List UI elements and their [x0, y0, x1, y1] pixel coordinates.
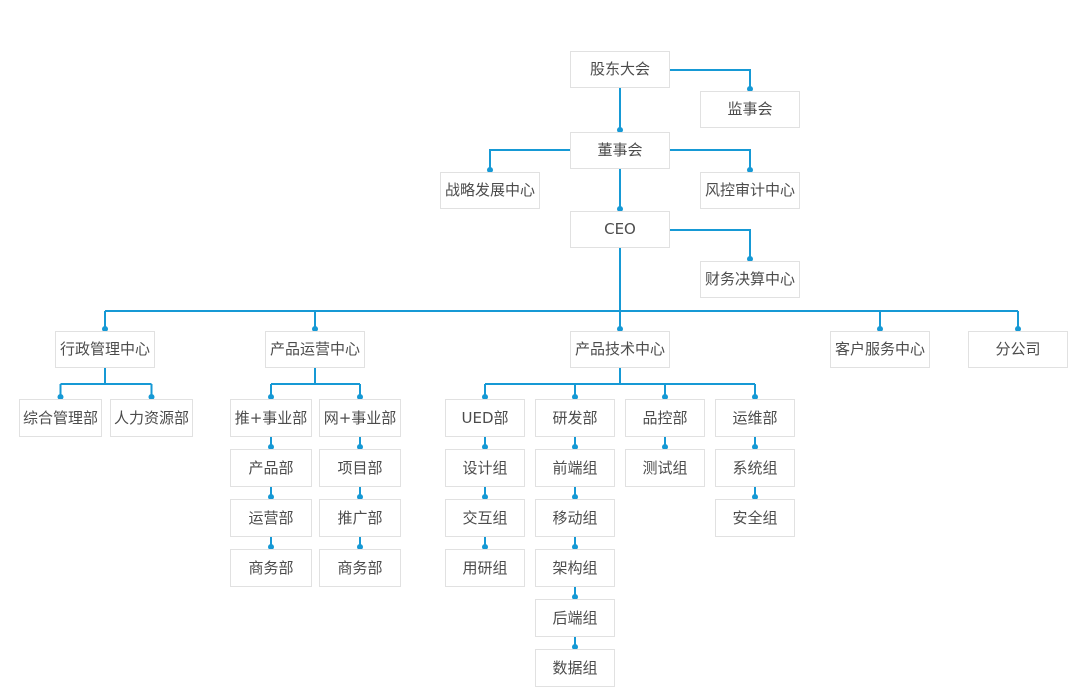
node-label: 后端组	[552, 608, 598, 627]
org-node-interaction-group[interactable]: 交互组	[445, 499, 525, 537]
org-node-rd-dept[interactable]: 研发部	[535, 399, 615, 437]
org-node-mobile-group[interactable]: 移动组	[535, 499, 615, 537]
org-node-qc-dept[interactable]: 品控部	[625, 399, 705, 437]
node-label: 综合管理部	[22, 408, 98, 427]
node-label: 项目部	[337, 458, 383, 477]
org-node-admin-center[interactable]: 行政管理中心	[55, 331, 155, 368]
node-label: 商务部	[337, 558, 383, 577]
org-node-operations-dept[interactable]: 运营部	[230, 499, 312, 537]
node-label: 客户服务中心	[834, 340, 925, 358]
org-node-research-group[interactable]: 用研组	[445, 549, 525, 587]
node-label: 系统组	[732, 458, 778, 477]
node-label: 行政管理中心	[59, 340, 150, 358]
org-node-business-dept-a[interactable]: 商务部	[230, 549, 312, 587]
node-label: 股东大会	[589, 60, 650, 78]
org-node-architecture-group[interactable]: 架构组	[535, 549, 615, 587]
org-node-tui-division[interactable]: 推+事业部	[230, 399, 312, 437]
node-label: 财务决算中心	[704, 270, 795, 288]
org-node-risk-audit-center[interactable]: 风控审计中心	[700, 172, 800, 209]
node-label: 产品部	[248, 458, 294, 477]
node-label: 战略发展中心	[444, 181, 535, 199]
org-node-om-dept[interactable]: 运维部	[715, 399, 795, 437]
node-label: 董事会	[597, 141, 643, 159]
node-label: 监事会	[727, 100, 773, 118]
org-node-ceo[interactable]: CEO	[570, 211, 670, 248]
org-node-branch-company[interactable]: 分公司	[968, 331, 1068, 368]
node-label: 风控审计中心	[704, 181, 795, 199]
node-label: 架构组	[552, 558, 598, 577]
node-label: 品控部	[642, 408, 688, 427]
node-label: 测试组	[642, 458, 688, 477]
org-node-general-mgmt-dept[interactable]: 综合管理部	[19, 399, 102, 437]
org-node-system-group[interactable]: 系统组	[715, 449, 795, 487]
node-label: 数据组	[552, 658, 598, 677]
node-label: UED部	[461, 408, 509, 427]
node-label: 设计组	[462, 458, 508, 477]
org-node-test-group[interactable]: 测试组	[625, 449, 705, 487]
node-label: 前端组	[552, 458, 598, 477]
org-node-finance-center[interactable]: 财务决算中心	[700, 261, 800, 298]
node-label: CEO	[604, 220, 636, 238]
node-label: 产品运营中心	[269, 340, 360, 358]
node-label: 分公司	[995, 340, 1041, 358]
org-node-hr-dept[interactable]: 人力资源部	[110, 399, 193, 437]
node-label: 移动组	[552, 508, 598, 527]
org-node-supervisory-board[interactable]: 监事会	[700, 91, 800, 128]
org-node-customer-service-center[interactable]: 客户服务中心	[830, 331, 930, 368]
org-node-promotion-dept[interactable]: 推广部	[319, 499, 401, 537]
org-node-project-dept[interactable]: 项目部	[319, 449, 401, 487]
node-label: 商务部	[248, 558, 294, 577]
node-label: 交互组	[462, 508, 508, 527]
org-node-shareholders-meeting[interactable]: 股东大会	[570, 51, 670, 88]
node-label: 研发部	[552, 408, 598, 427]
node-label: 推广部	[337, 508, 383, 527]
org-node-design-group[interactable]: 设计组	[445, 449, 525, 487]
node-label: 安全组	[732, 508, 778, 527]
org-node-security-group[interactable]: 安全组	[715, 499, 795, 537]
org-node-strategy-center[interactable]: 战略发展中心	[440, 172, 540, 209]
org-node-backend-group[interactable]: 后端组	[535, 599, 615, 637]
org-node-tech-center[interactable]: 产品技术中心	[570, 331, 670, 368]
node-label: 推+事业部	[234, 408, 308, 427]
node-label: 人力资源部	[113, 408, 189, 427]
node-label: 产品技术中心	[574, 340, 665, 358]
org-node-product-ops-center[interactable]: 产品运营中心	[265, 331, 365, 368]
node-label: 运营部	[248, 508, 294, 527]
org-node-ued-dept[interactable]: UED部	[445, 399, 525, 437]
org-node-board-of-directors[interactable]: 董事会	[570, 132, 670, 169]
org-node-wang-division[interactable]: 网+事业部	[319, 399, 401, 437]
node-label: 网+事业部	[323, 408, 397, 427]
org-node-product-dept[interactable]: 产品部	[230, 449, 312, 487]
org-node-data-group[interactable]: 数据组	[535, 649, 615, 687]
org-node-frontend-group[interactable]: 前端组	[535, 449, 615, 487]
node-label: 用研组	[462, 558, 508, 577]
org-node-business-dept-b[interactable]: 商务部	[319, 549, 401, 587]
node-label: 运维部	[732, 408, 778, 427]
